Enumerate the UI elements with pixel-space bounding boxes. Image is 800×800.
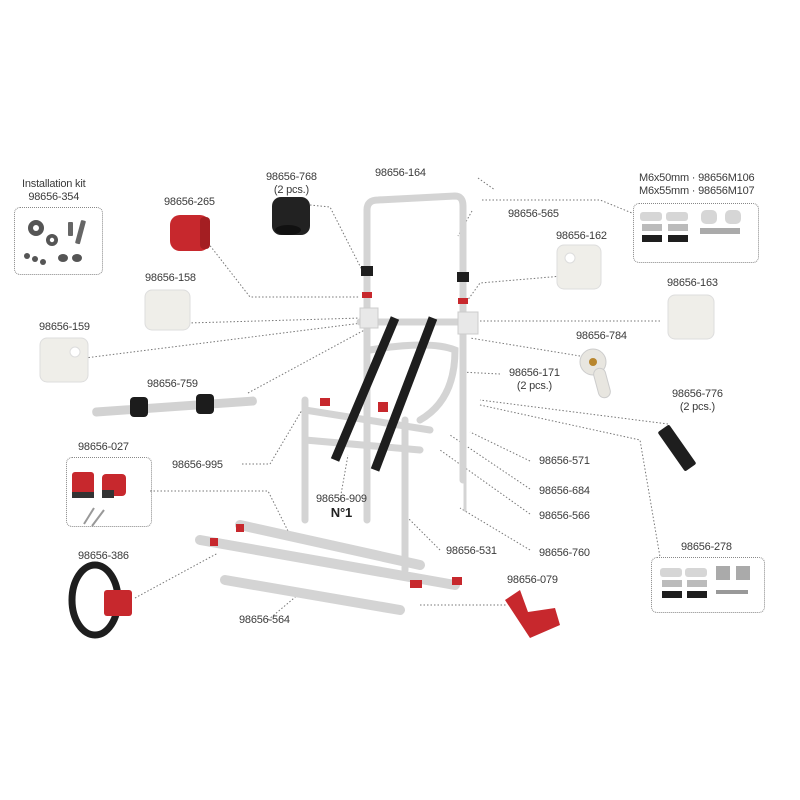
part-label-278: 98656-278 — [681, 541, 732, 553]
part-label-163: 98656-163 — [667, 277, 718, 289]
part-label-531: 98656-531 — [446, 545, 497, 557]
cover-162 — [556, 244, 602, 290]
cover-159 — [39, 337, 89, 383]
kit-027-box — [66, 457, 152, 527]
part-label-566: 98656-566 — [539, 510, 590, 522]
screw-icon — [68, 220, 86, 245]
part-label-265: 98656-265 — [164, 196, 215, 208]
part-label-995: 98656-995 — [172, 459, 223, 471]
part-label-159: 98656-159 — [39, 321, 90, 333]
cover-158 — [144, 289, 191, 331]
part-label-565: 98656-565 — [508, 208, 559, 220]
part-label-684: 98656-684 — [539, 485, 590, 497]
rack-black-rings — [361, 266, 469, 282]
part-label-164: 98656-164 — [375, 167, 426, 179]
part-label-158: 98656-158 — [145, 272, 196, 284]
part-label-171: 98656-171 (2 pcs.) — [509, 367, 560, 392]
part-label-564: 98656-564 — [239, 614, 290, 626]
rack-bracket-left — [359, 307, 379, 329]
rack-frame — [195, 192, 479, 615]
part-label-386: 98656-386 — [78, 550, 129, 562]
part-label-768: 98656-768 (2 pcs.) — [266, 171, 317, 196]
kit-278-box — [651, 557, 765, 613]
red-cap-part — [170, 215, 210, 251]
part-label-162: 98656-162 — [556, 230, 607, 242]
mounting-kit-m6-box — [633, 203, 759, 263]
installation-kit-box — [14, 207, 103, 275]
strap-part — [658, 425, 696, 471]
installation-kit-label: Installation kit 98656-354 — [22, 178, 86, 203]
part-label-784: 98656-784 — [576, 330, 627, 342]
part-label-776: 98656-776 (2 pcs.) — [672, 388, 723, 413]
gear-icon — [28, 220, 58, 246]
rack-red-accents — [210, 292, 468, 588]
rack-straps — [330, 316, 438, 472]
part-label-079: 98656-079 — [507, 574, 558, 586]
mounting-kit-parts — [640, 210, 750, 598]
red-adapter-part — [72, 472, 94, 496]
part-label-m6-kit: M6x50mm · 98656M106 M6x55mm · 98656M107 — [639, 172, 755, 197]
crank-part — [579, 348, 611, 399]
part-label-760: 98656-760 — [539, 547, 590, 559]
part-label-027: 98656-027 — [78, 441, 129, 453]
part-label-571: 98656-571 — [539, 455, 590, 467]
rack-bracket-right — [457, 311, 479, 335]
red-endcap-part — [505, 590, 560, 638]
cover-163 — [667, 294, 715, 340]
black-ring-part — [272, 197, 310, 235]
rod-part — [92, 394, 257, 417]
part-label-759: 98656-759 — [147, 378, 198, 390]
washer-icon — [24, 253, 82, 265]
part-label-909: 98656-909 N°1 — [316, 493, 367, 520]
strap-clamp-part — [68, 561, 132, 639]
